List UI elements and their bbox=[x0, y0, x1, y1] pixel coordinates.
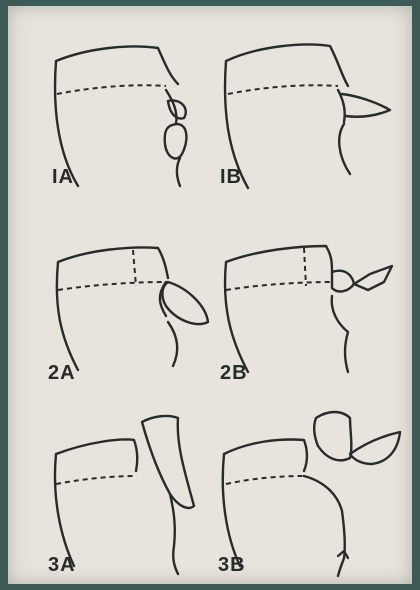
panel-2b-label: 2B bbox=[220, 362, 248, 385]
panel-2b-drawing bbox=[225, 246, 392, 372]
panel-3a-label: 3A bbox=[48, 554, 76, 577]
panel-3b-label: 3B bbox=[218, 554, 246, 577]
panel-3b-drawing bbox=[223, 412, 400, 576]
panel-1b-drawing bbox=[225, 45, 390, 188]
diagram-sheet: IA IB 2A 2B 3A 3B bbox=[8, 6, 412, 584]
panel-1a-label: IA bbox=[52, 166, 74, 189]
panel-1b-label: IB bbox=[220, 166, 242, 189]
panel-1a-drawing bbox=[55, 47, 186, 186]
panel-2a-drawing bbox=[57, 248, 208, 370]
fracture-diagram bbox=[8, 6, 412, 584]
panel-3a-drawing bbox=[55, 416, 194, 574]
panel-2a-label: 2A bbox=[48, 362, 76, 385]
